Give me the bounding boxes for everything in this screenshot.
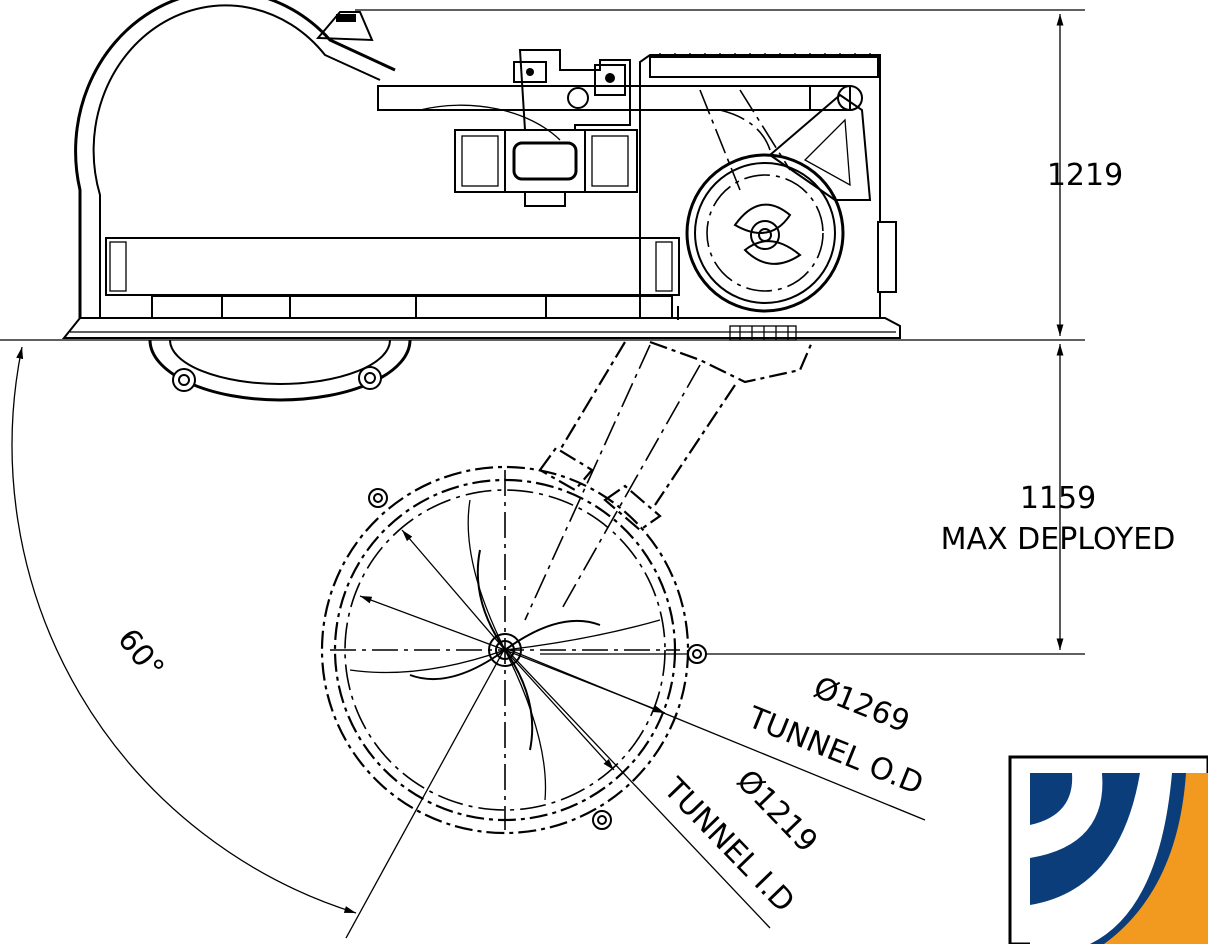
angle-dimension-text: 60° <box>110 622 170 685</box>
grille-teeth <box>659 53 871 57</box>
deployed-propeller <box>349 499 661 801</box>
thruster-housing <box>61 0 901 341</box>
deployed-dimension-label: MAX DEPLOYED <box>941 522 1176 557</box>
base-mount-bolts <box>677 306 797 341</box>
deployment-arm <box>524 340 814 621</box>
dimension-lines <box>0 9 1085 939</box>
lower-ring-clamp <box>148 339 412 402</box>
stowed-propeller <box>733 203 802 265</box>
deployed-tunnel <box>320 465 707 835</box>
id-leader-line <box>504 647 771 929</box>
height-dimension-text: 1219 <box>1047 158 1123 193</box>
brand-logo <box>1008 755 1208 944</box>
od-leader-line <box>504 647 926 821</box>
deployed-dimension-value: 1159 <box>1020 481 1096 516</box>
